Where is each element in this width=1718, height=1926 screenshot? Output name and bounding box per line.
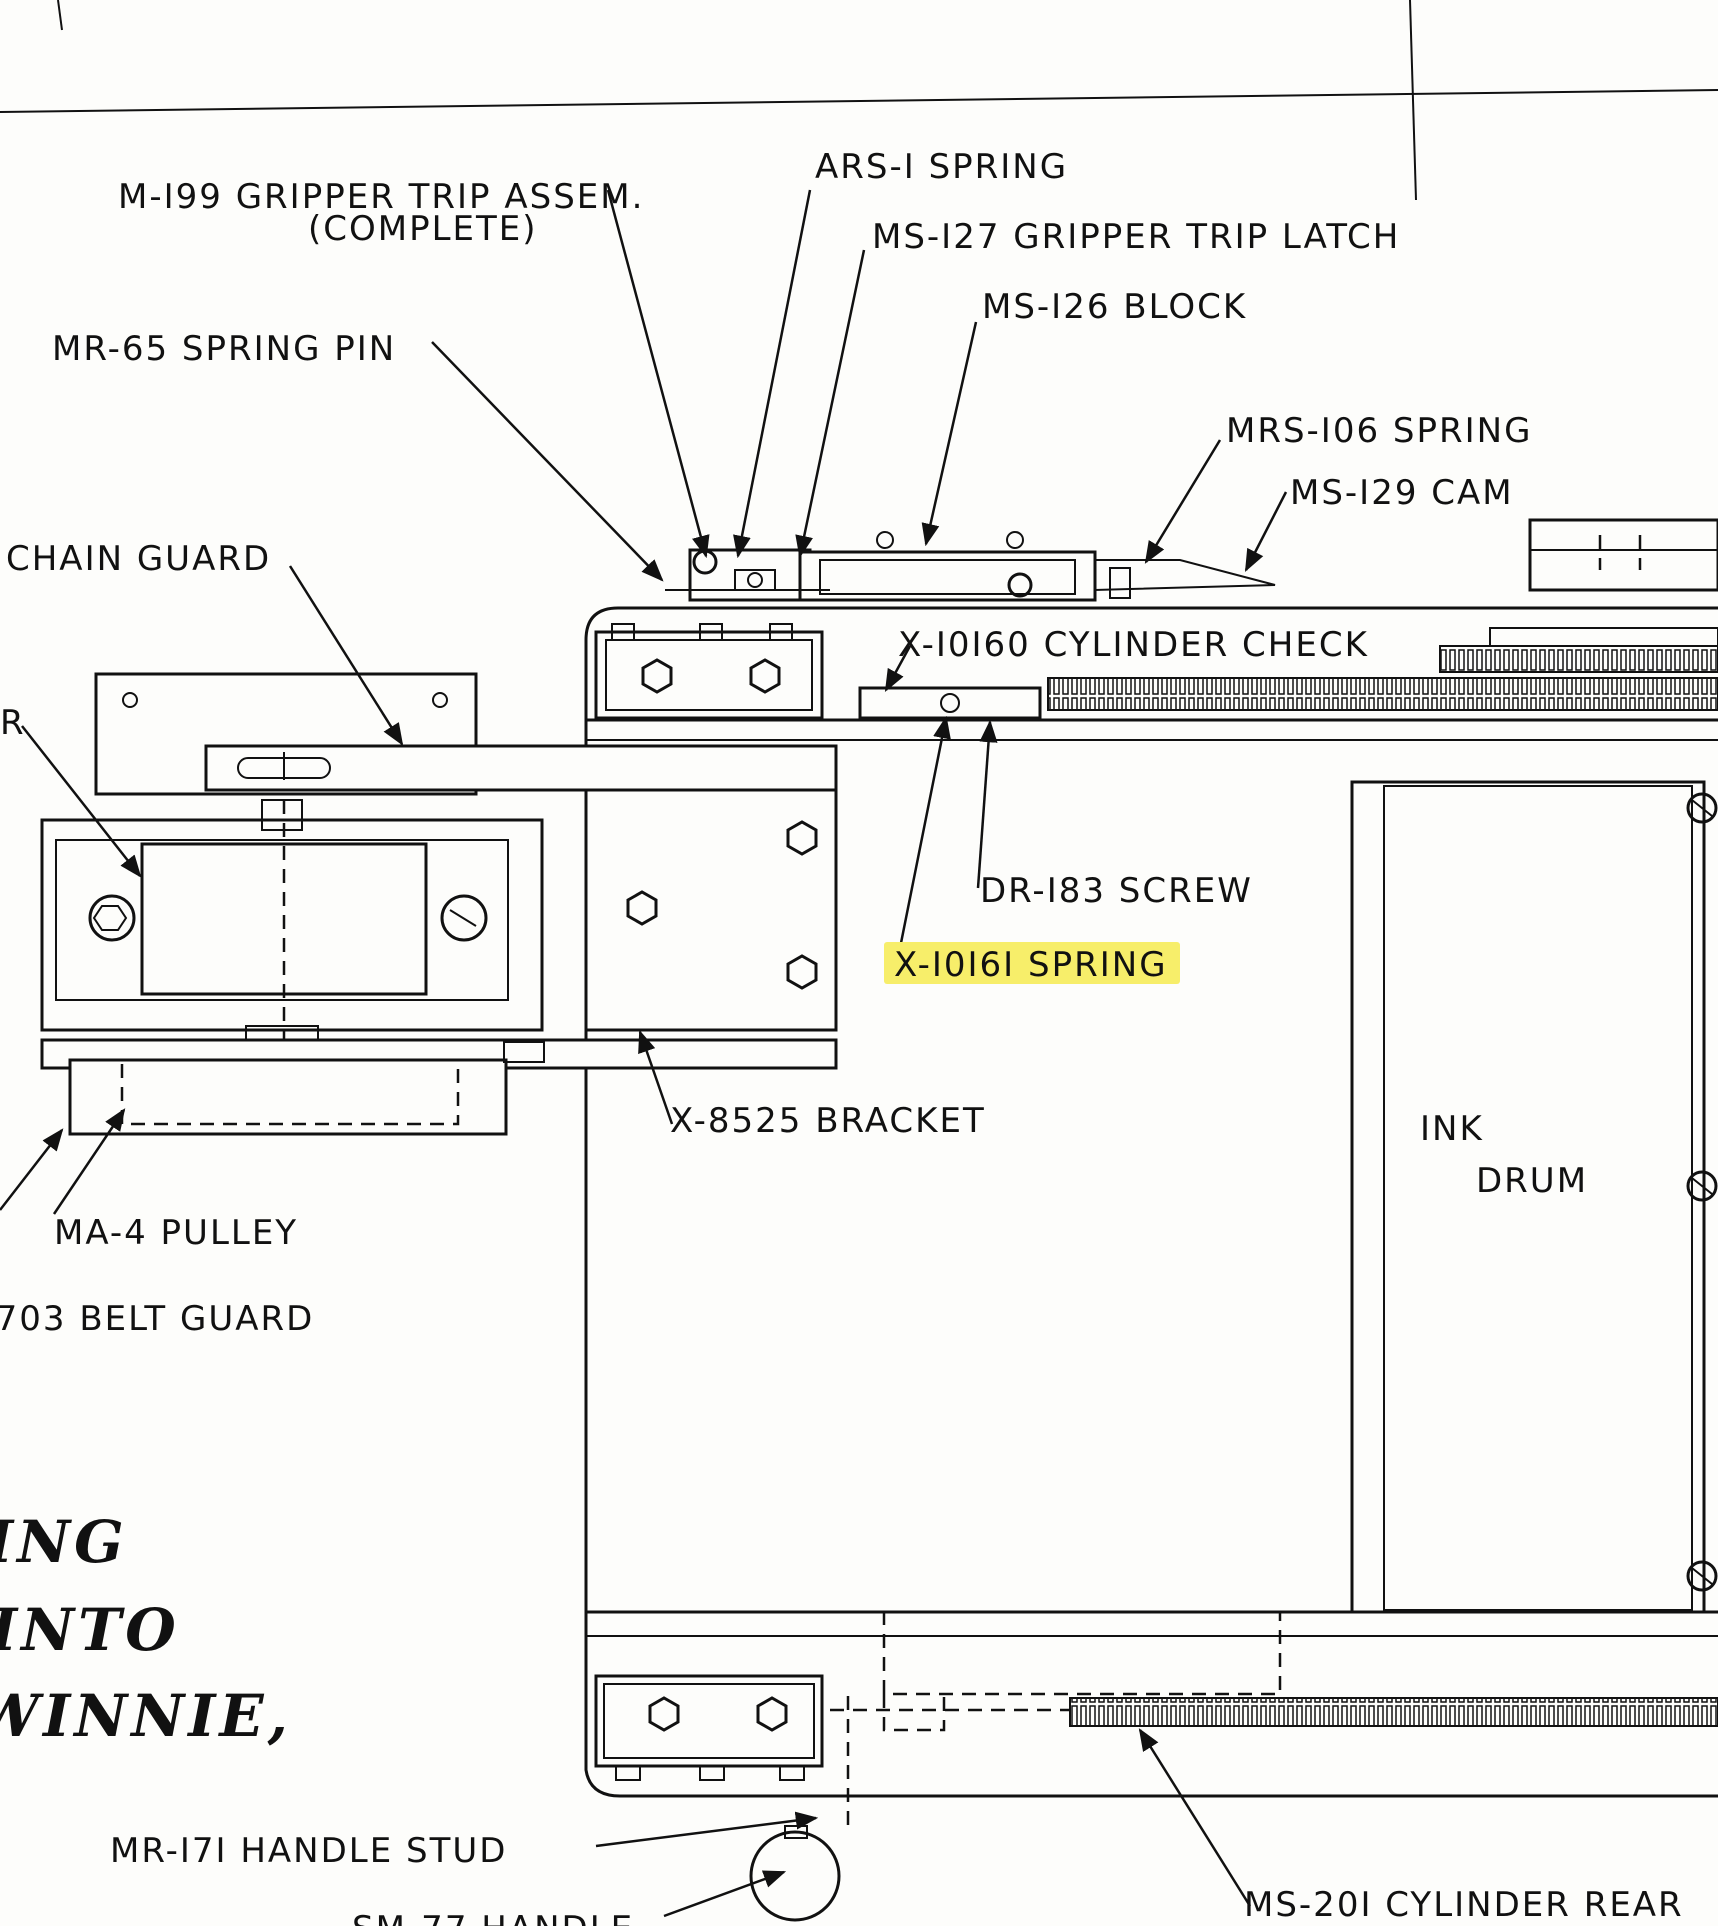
label-chain-guard: CHAIN GUARD [6,539,271,579]
label-x10161: X-I0I6I SPRING [894,945,1168,985]
bottom-assembly [594,1610,1718,1922]
handwriting-line1: ING [0,1508,128,1576]
label-ars1: ARS-I SPRING [815,147,1068,187]
label-ms126: MS-I26 BLOCK [982,287,1247,327]
leader-lines [0,189,1288,1918]
main-frame [584,518,1718,1798]
upper-left-box [594,623,824,720]
label-m199-line2: (COMPLETE) [308,209,538,249]
label-ink: INK [1420,1109,1484,1149]
gripper-trip-assembly [665,531,1276,602]
page-border [0,0,1718,201]
spring-x10161-spot [940,693,960,713]
label-ms129: MS-I29 CAM [1290,473,1514,513]
label-drum: DRUM [1476,1161,1588,1201]
label-belt-guard: 3703 BELT GUARD [0,1299,314,1339]
ink-drum [1350,780,1718,1614]
label-x10160: X-I0I60 CYLINDER CHECK [898,625,1369,665]
bracket-arm [40,672,838,1136]
handwriting-line3: WINNIE, [0,1682,292,1750]
label-ms201: MS-20I CYLINDER REAR [1244,1885,1684,1925]
highlight-x10161 [884,942,1180,984]
label-partial-r: R [0,703,26,743]
handwriting-line2: INTO [0,1596,180,1664]
label-m199-line1: M-I99 GRIPPER TRIP ASSEM. [118,177,644,217]
label-mr171: MR-I7I HANDLE STUD [110,1831,507,1871]
label-ma4: MA-4 PULLEY [54,1213,298,1253]
label-sm77: SM-77 HANDLE [352,1909,634,1926]
callout-labels: ARS-I SPRING M-I99 GRIPPER TRIP ASSEM. (… [0,147,1684,1926]
label-mr65: MR-65 SPRING PIN [52,329,396,369]
label-x8525: X-8525 BRACKET [670,1101,986,1141]
label-mrs106: MRS-I06 SPRING [1226,411,1532,451]
label-ms127: MS-I27 GRIPPER TRIP LATCH [872,217,1400,257]
handwritten-note: ING INTO WINNIE, [0,1508,292,1750]
label-dr183: DR-I83 SCREW [980,871,1253,911]
